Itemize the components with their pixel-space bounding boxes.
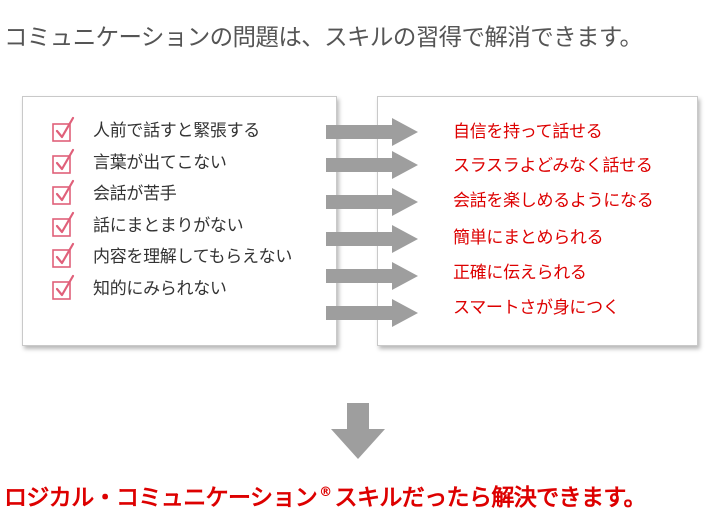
solution-label: 会話を楽しめるようになる	[453, 191, 654, 211]
solution-label: 簡単にまとめられる	[453, 228, 604, 248]
conclusion-main: ロジカル・コミュニケーション	[4, 485, 318, 511]
right-arrow-icon	[326, 225, 418, 253]
checkbox-check-icon	[52, 211, 75, 237]
problem-item: 内容を理解してもらえない	[51, 241, 341, 271]
problem-label: 会話が苦手	[93, 184, 177, 204]
registered-mark: ®	[319, 485, 332, 500]
checkbox-check-icon	[52, 179, 75, 205]
conclusion: ロジカル・コミュニケーション®スキルだったら解決できます。	[4, 476, 719, 515]
problem-label: 人前で話すと緊張する	[93, 121, 260, 141]
problem-label: 内容を理解してもらえない	[93, 247, 293, 267]
right-arrow-icon	[326, 118, 418, 146]
problem-item: 言葉が出てこない	[51, 147, 341, 177]
problems-box: 人前で話すと緊張する 言葉が出てこない 会話が苦手 話にまとまりがない	[22, 96, 337, 346]
solution-label: 正確に伝えられる	[453, 263, 587, 283]
checkbox-check-icon	[52, 116, 75, 142]
solution-label: スマートさが身につく	[453, 298, 620, 318]
problem-item: 話にまとまりがない	[51, 210, 341, 240]
right-arrow-icon	[326, 188, 418, 216]
checkbox-check-icon	[52, 148, 75, 174]
solution-label: 自信を持って話せる	[453, 122, 603, 142]
headline: コミュニケーションの問題は、スキルの習得で解消できます。	[4, 23, 643, 51]
problem-label: 話にまとまりがない	[93, 216, 244, 236]
down-arrow-icon	[331, 403, 385, 459]
problem-item: 知的にみられない	[51, 273, 341, 303]
problem-label: 言葉が出てこない	[93, 153, 227, 173]
problem-item: 人前で話すと緊張する	[51, 115, 341, 145]
checkbox-check-icon	[52, 274, 75, 300]
right-arrow-icon	[326, 299, 418, 327]
solution-label: スラスラよどみなく話せる	[453, 156, 653, 176]
solutions-box	[377, 96, 698, 346]
conclusion-tail: スキルだったら解決できます。	[334, 485, 647, 511]
right-arrow-icon	[326, 151, 418, 179]
problem-item: 会話が苦手	[51, 178, 341, 208]
problem-label: 知的にみられない	[93, 279, 227, 299]
right-arrow-icon	[326, 262, 418, 290]
checkbox-check-icon	[52, 242, 75, 268]
